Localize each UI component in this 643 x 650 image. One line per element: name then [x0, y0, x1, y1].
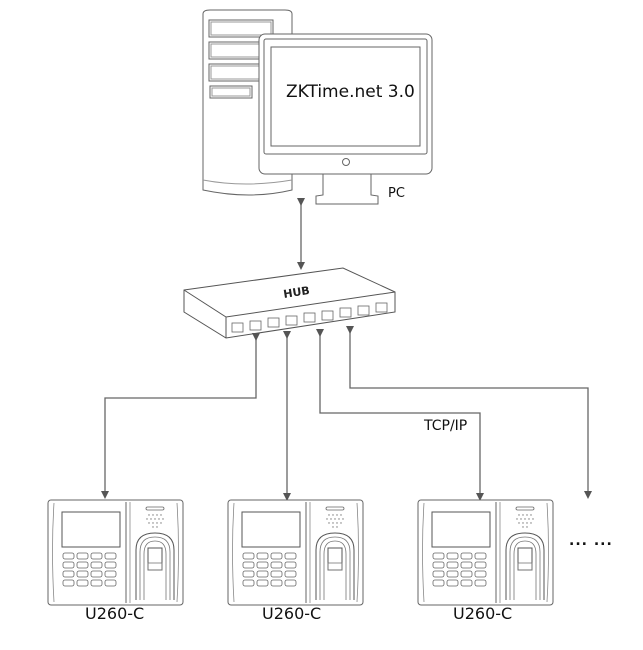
more-devices-indicator: ... ...: [569, 533, 613, 549]
pc-label: PC: [388, 186, 405, 201]
device-icon-1: [47, 499, 184, 606]
link-more-devices: [346, 326, 592, 499]
link-device-1: [101, 333, 260, 499]
link-device-3: [316, 329, 484, 501]
device-label-1: U260-C: [85, 604, 145, 623]
device-label-2: U260-C: [262, 604, 322, 623]
software-name: ZKTime.net 3.0: [286, 82, 415, 102]
device-icon-3: [417, 499, 554, 606]
svg-text:HUB: HUB: [282, 284, 310, 301]
protocol-label: TCP/IP: [424, 418, 468, 434]
device-icon-2: [227, 499, 364, 606]
device-label-3: U260-C: [453, 604, 513, 623]
hub-icon: HUB: [183, 267, 396, 339]
pc-monitor-icon: [258, 33, 433, 205]
